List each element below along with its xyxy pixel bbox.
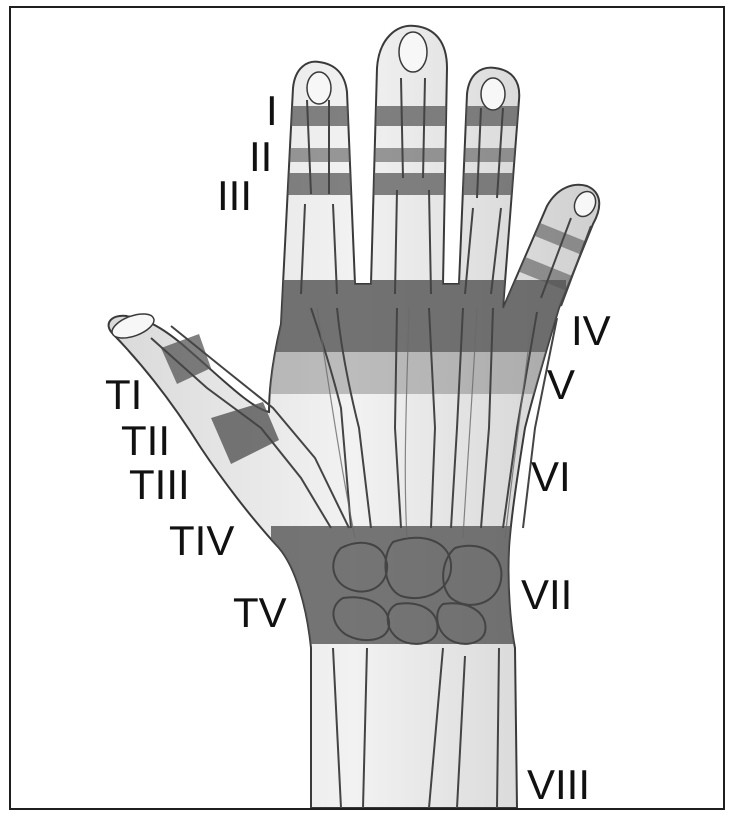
hand-silhouette (109, 26, 600, 808)
label-zone-VI: VI (531, 456, 571, 498)
label-thumb-TII: TII (121, 420, 170, 462)
label-zone-III: III (217, 175, 252, 217)
band-zone-IV (266, 280, 566, 352)
label-zone-VIII: VIII (527, 764, 590, 806)
label-thumb-TI: TI (105, 374, 142, 416)
label-zone-VII: VII (521, 574, 572, 616)
label-zone-IV: IV (571, 310, 611, 352)
label-zone-V: V (547, 364, 575, 406)
label-thumb-TIV: TIV (169, 520, 234, 562)
figure-frame: I II III IV V VI VII VIII TI TII TIII TI… (9, 6, 725, 810)
label-zone-I: I (266, 90, 278, 132)
label-thumb-TV: TV (233, 592, 287, 634)
band-zone-V (266, 352, 566, 394)
label-zone-II: II (249, 136, 272, 178)
label-thumb-TIII: TIII (129, 464, 190, 506)
